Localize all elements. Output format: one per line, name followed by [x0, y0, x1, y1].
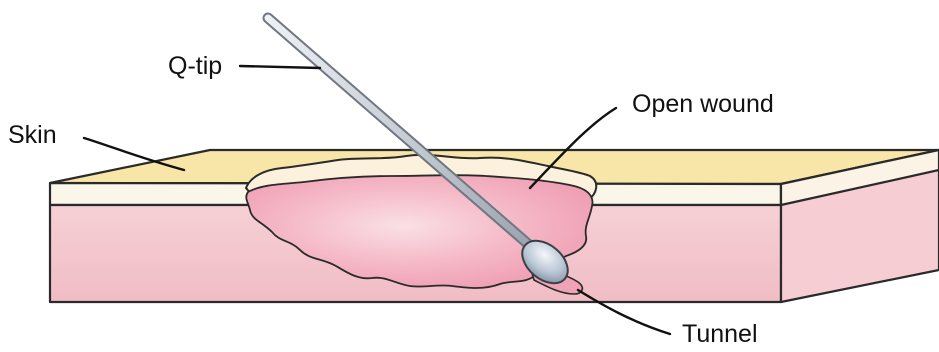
- leader-qtip: [240, 66, 320, 68]
- label-skin: Skin: [8, 121, 57, 149]
- label-qtip: Q-tip: [168, 52, 222, 80]
- label-tunnel: Tunnel: [682, 320, 758, 348]
- label-open-wound: Open wound: [632, 90, 774, 118]
